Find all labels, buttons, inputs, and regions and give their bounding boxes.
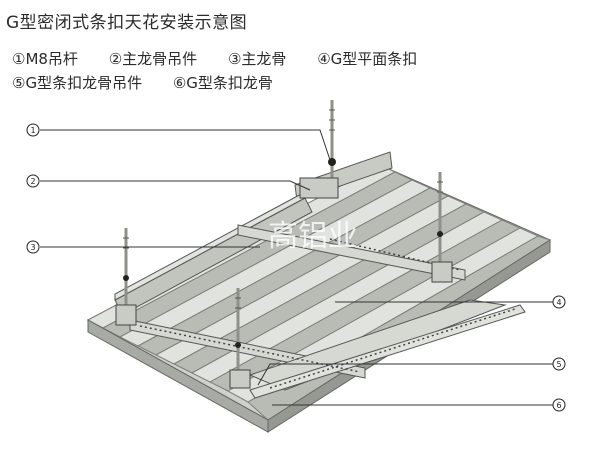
rod-nut xyxy=(235,342,241,348)
legend-item-1: ①M8吊杆 xyxy=(12,50,78,68)
leader-line-5 xyxy=(257,363,553,386)
rod-nut xyxy=(437,231,443,237)
hangers xyxy=(115,177,453,389)
main-runner-hanger xyxy=(115,304,137,326)
callout-label-4: 4 xyxy=(556,298,561,307)
strip-runner-hanger xyxy=(431,261,453,283)
main-runner-hanger xyxy=(299,177,339,199)
leader-line-2 xyxy=(40,180,311,191)
legend-item-5: ⑤G型条扣龙骨吊件 xyxy=(12,74,143,92)
legend-row-1: ①M8吊杆 ②主龙骨吊件 ③主龙骨 ④G型平面条扣 xyxy=(12,48,443,69)
legend-item-3: ③主龙骨 xyxy=(227,50,287,68)
callout-circle-3 xyxy=(26,240,40,254)
callout-circle-5 xyxy=(552,357,566,371)
watermark: 高铝业 xyxy=(268,219,358,254)
callout-label-3: 3 xyxy=(30,243,35,252)
callout-circle-1 xyxy=(26,123,40,137)
callout-circle-6 xyxy=(552,398,566,412)
rod-nut xyxy=(328,158,336,166)
rod-nuts xyxy=(123,158,443,348)
diagram-title: G型密闭式条扣天花安装示意图 xyxy=(6,13,248,33)
callout-label-6: 6 xyxy=(556,401,561,410)
legend-row-2: ⑤G型条扣龙骨吊件 ⑥G型条扣龙骨 xyxy=(12,72,299,93)
legend-item-2: ②主龙骨吊件 xyxy=(108,50,198,68)
callout-label-5: 5 xyxy=(556,360,561,369)
legend-item-4: ④G型平面条扣 xyxy=(317,50,418,68)
callout-label-1: 1 xyxy=(30,126,35,135)
rod-nut xyxy=(123,275,129,281)
callouts: 1 2 3 4 5 6 xyxy=(26,123,566,412)
legend-item-6: ⑥G型条扣龙骨 xyxy=(172,74,273,92)
callout-circle-2 xyxy=(26,174,40,188)
cross-runner xyxy=(237,224,466,281)
callout-circle-4 xyxy=(552,295,566,309)
hanger-rods xyxy=(124,100,442,370)
leader-lines xyxy=(40,129,553,406)
rod-threads xyxy=(123,109,443,309)
leader-line-1 xyxy=(40,129,331,161)
strip-runner-hanger xyxy=(229,369,251,389)
callout-label-2: 2 xyxy=(30,177,35,186)
